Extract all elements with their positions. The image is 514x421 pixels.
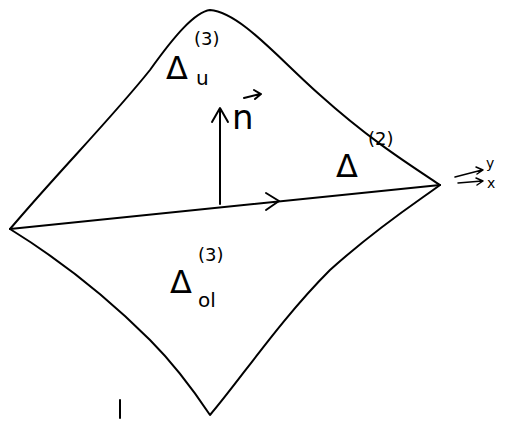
axis-arrow-x	[458, 178, 483, 185]
subscript: ol	[198, 290, 216, 310]
normal-arrowhead	[212, 108, 228, 122]
stray-mark	[119, 400, 121, 418]
superscript: (3)	[198, 246, 224, 264]
edge-arrowhead	[266, 193, 279, 210]
superscript: (3)	[194, 30, 220, 48]
upper-outline	[10, 10, 440, 229]
triangle-symbol: Δ	[336, 150, 358, 182]
triangle-symbol: Δ	[166, 52, 188, 84]
superscript: (2)	[368, 130, 394, 148]
axis-arrow-y	[455, 167, 483, 177]
vector-name: n	[232, 100, 254, 134]
normal-vector	[219, 110, 221, 204]
axis-label: x	[487, 176, 495, 190]
subscript: u	[196, 68, 209, 88]
triangle-symbol: Δ	[170, 266, 192, 298]
lower-outline	[10, 185, 440, 415]
axis-label: y	[486, 156, 494, 170]
edge-line	[10, 185, 440, 229]
vector-bar	[244, 90, 261, 99]
